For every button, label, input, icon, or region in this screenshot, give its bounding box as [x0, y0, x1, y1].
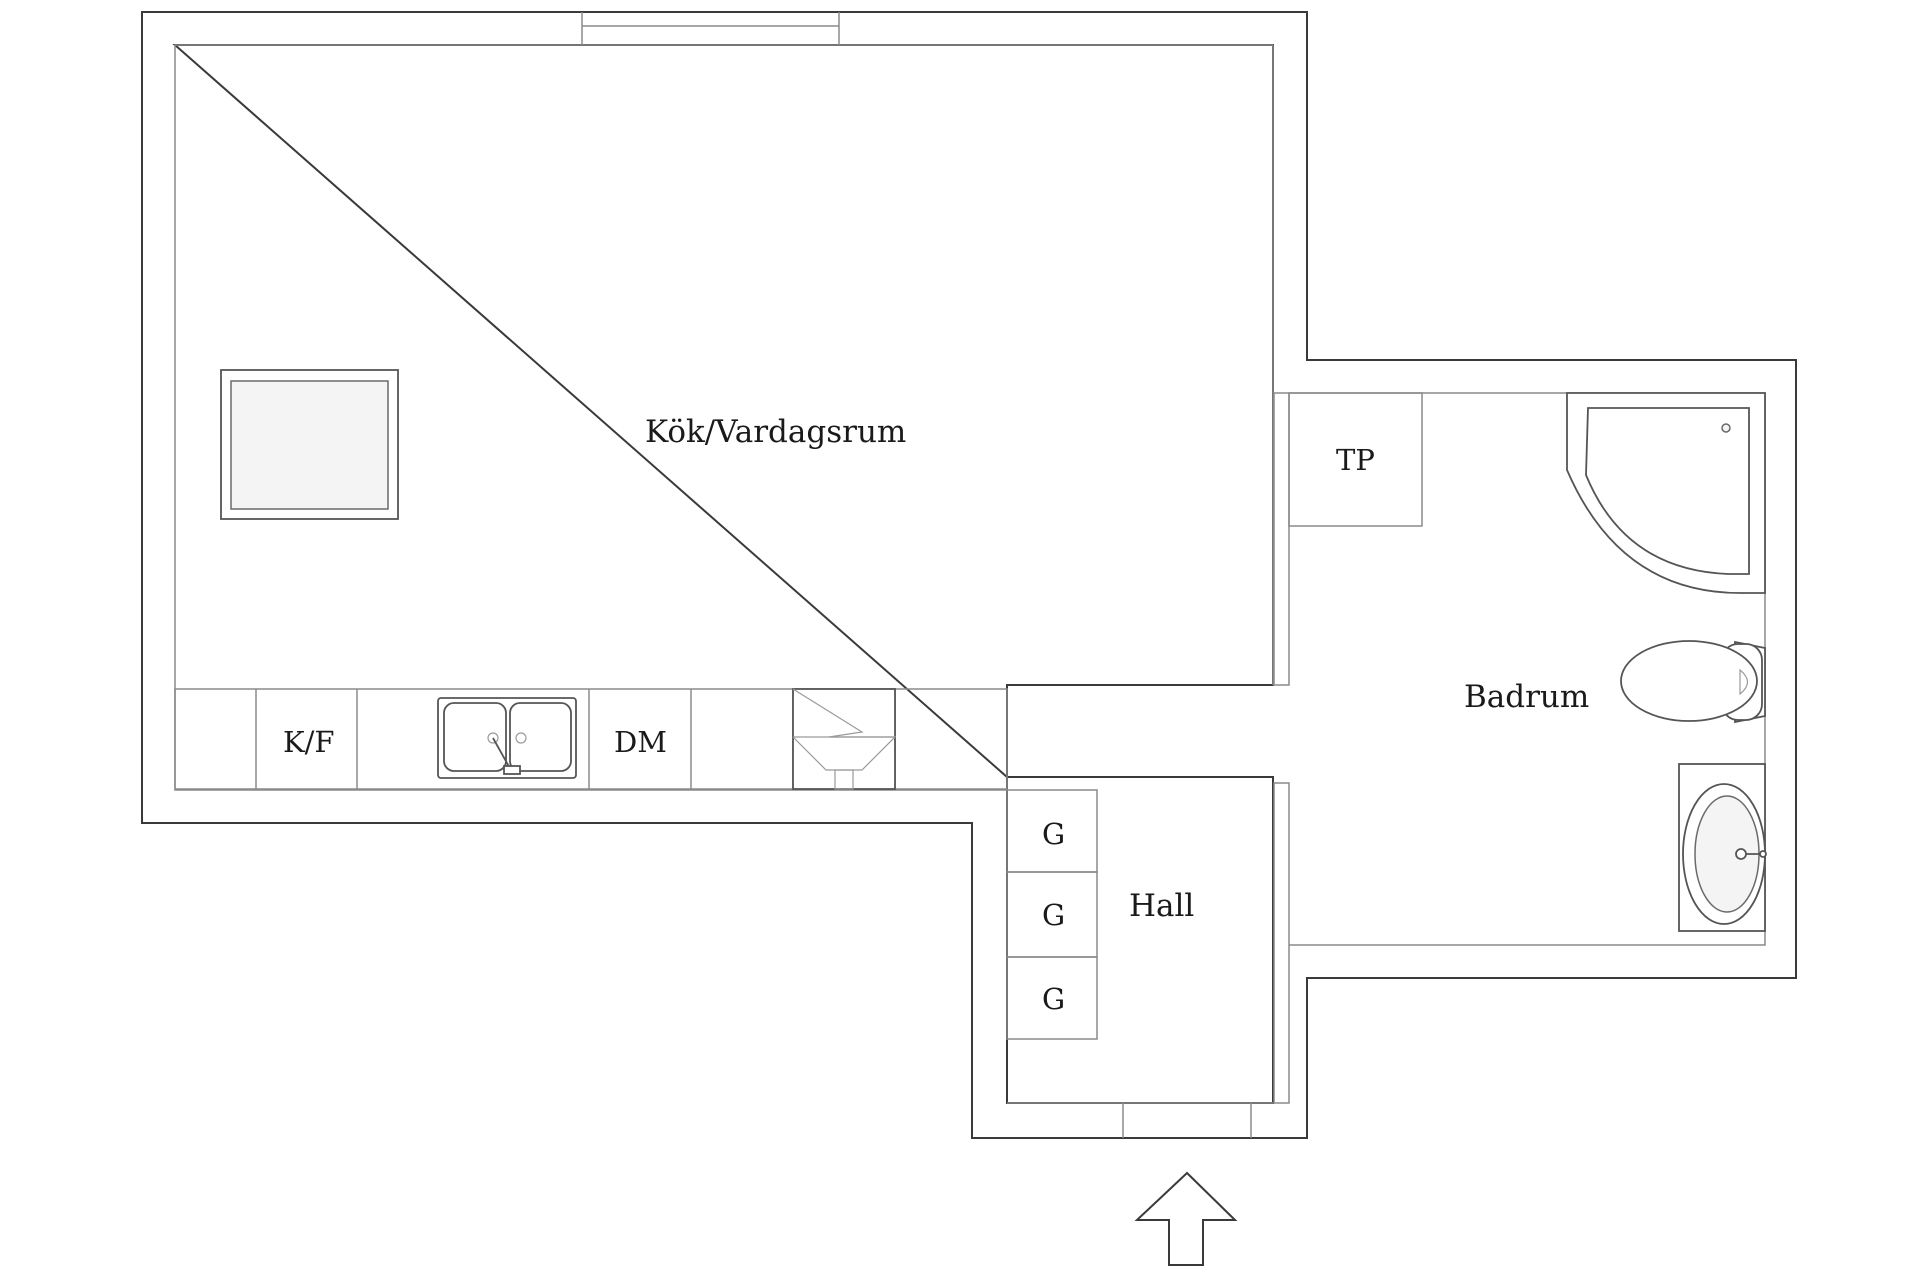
wardrobe-3 [1006, 956, 1098, 1040]
entrance-arrow-icon [1134, 1171, 1238, 1266]
kitchen-living-room [174, 12, 1274, 791]
kitchen-counter [174, 688, 1008, 790]
divider-upper [1273, 392, 1290, 686]
hall-bathroom-wall [1007, 392, 1290, 1104]
washbasin-icon [1678, 763, 1767, 932]
stove [220, 369, 399, 520]
counter-outline [174, 688, 1008, 790]
outer-wall-outline [141, 11, 1797, 1139]
entrance [1122, 1103, 1252, 1266]
wardrobes [1006, 789, 1098, 1040]
stove-inner [230, 380, 389, 510]
kitchen-inner-wall [174, 44, 1273, 791]
tp-cabinet [1288, 392, 1423, 527]
outer-walls [141, 11, 1797, 1139]
wardrobe-label-2: G [1042, 898, 1065, 932]
wardrobe-label-3: G [1042, 982, 1065, 1016]
wardrobe-label-1: G [1042, 817, 1065, 851]
corner-bathtub-icon [1566, 392, 1766, 594]
tp-label: TP [1336, 443, 1375, 477]
bathroom-label: Badrum [1464, 679, 1589, 715]
divider-lower [1273, 782, 1290, 1104]
range-icon [792, 688, 897, 790]
fridge-freezer-label: K/F [283, 725, 335, 759]
kitchen-living-label: Kök/Vardagsrum [645, 414, 906, 450]
dishwasher-label: DM [614, 725, 667, 759]
inner-wall-outline [172, 44, 1274, 1104]
hall-label: Hall [1129, 888, 1194, 924]
tp-cabinet-outline [1288, 392, 1423, 527]
sink-icon [437, 697, 577, 779]
toilet-icon [1620, 640, 1766, 724]
